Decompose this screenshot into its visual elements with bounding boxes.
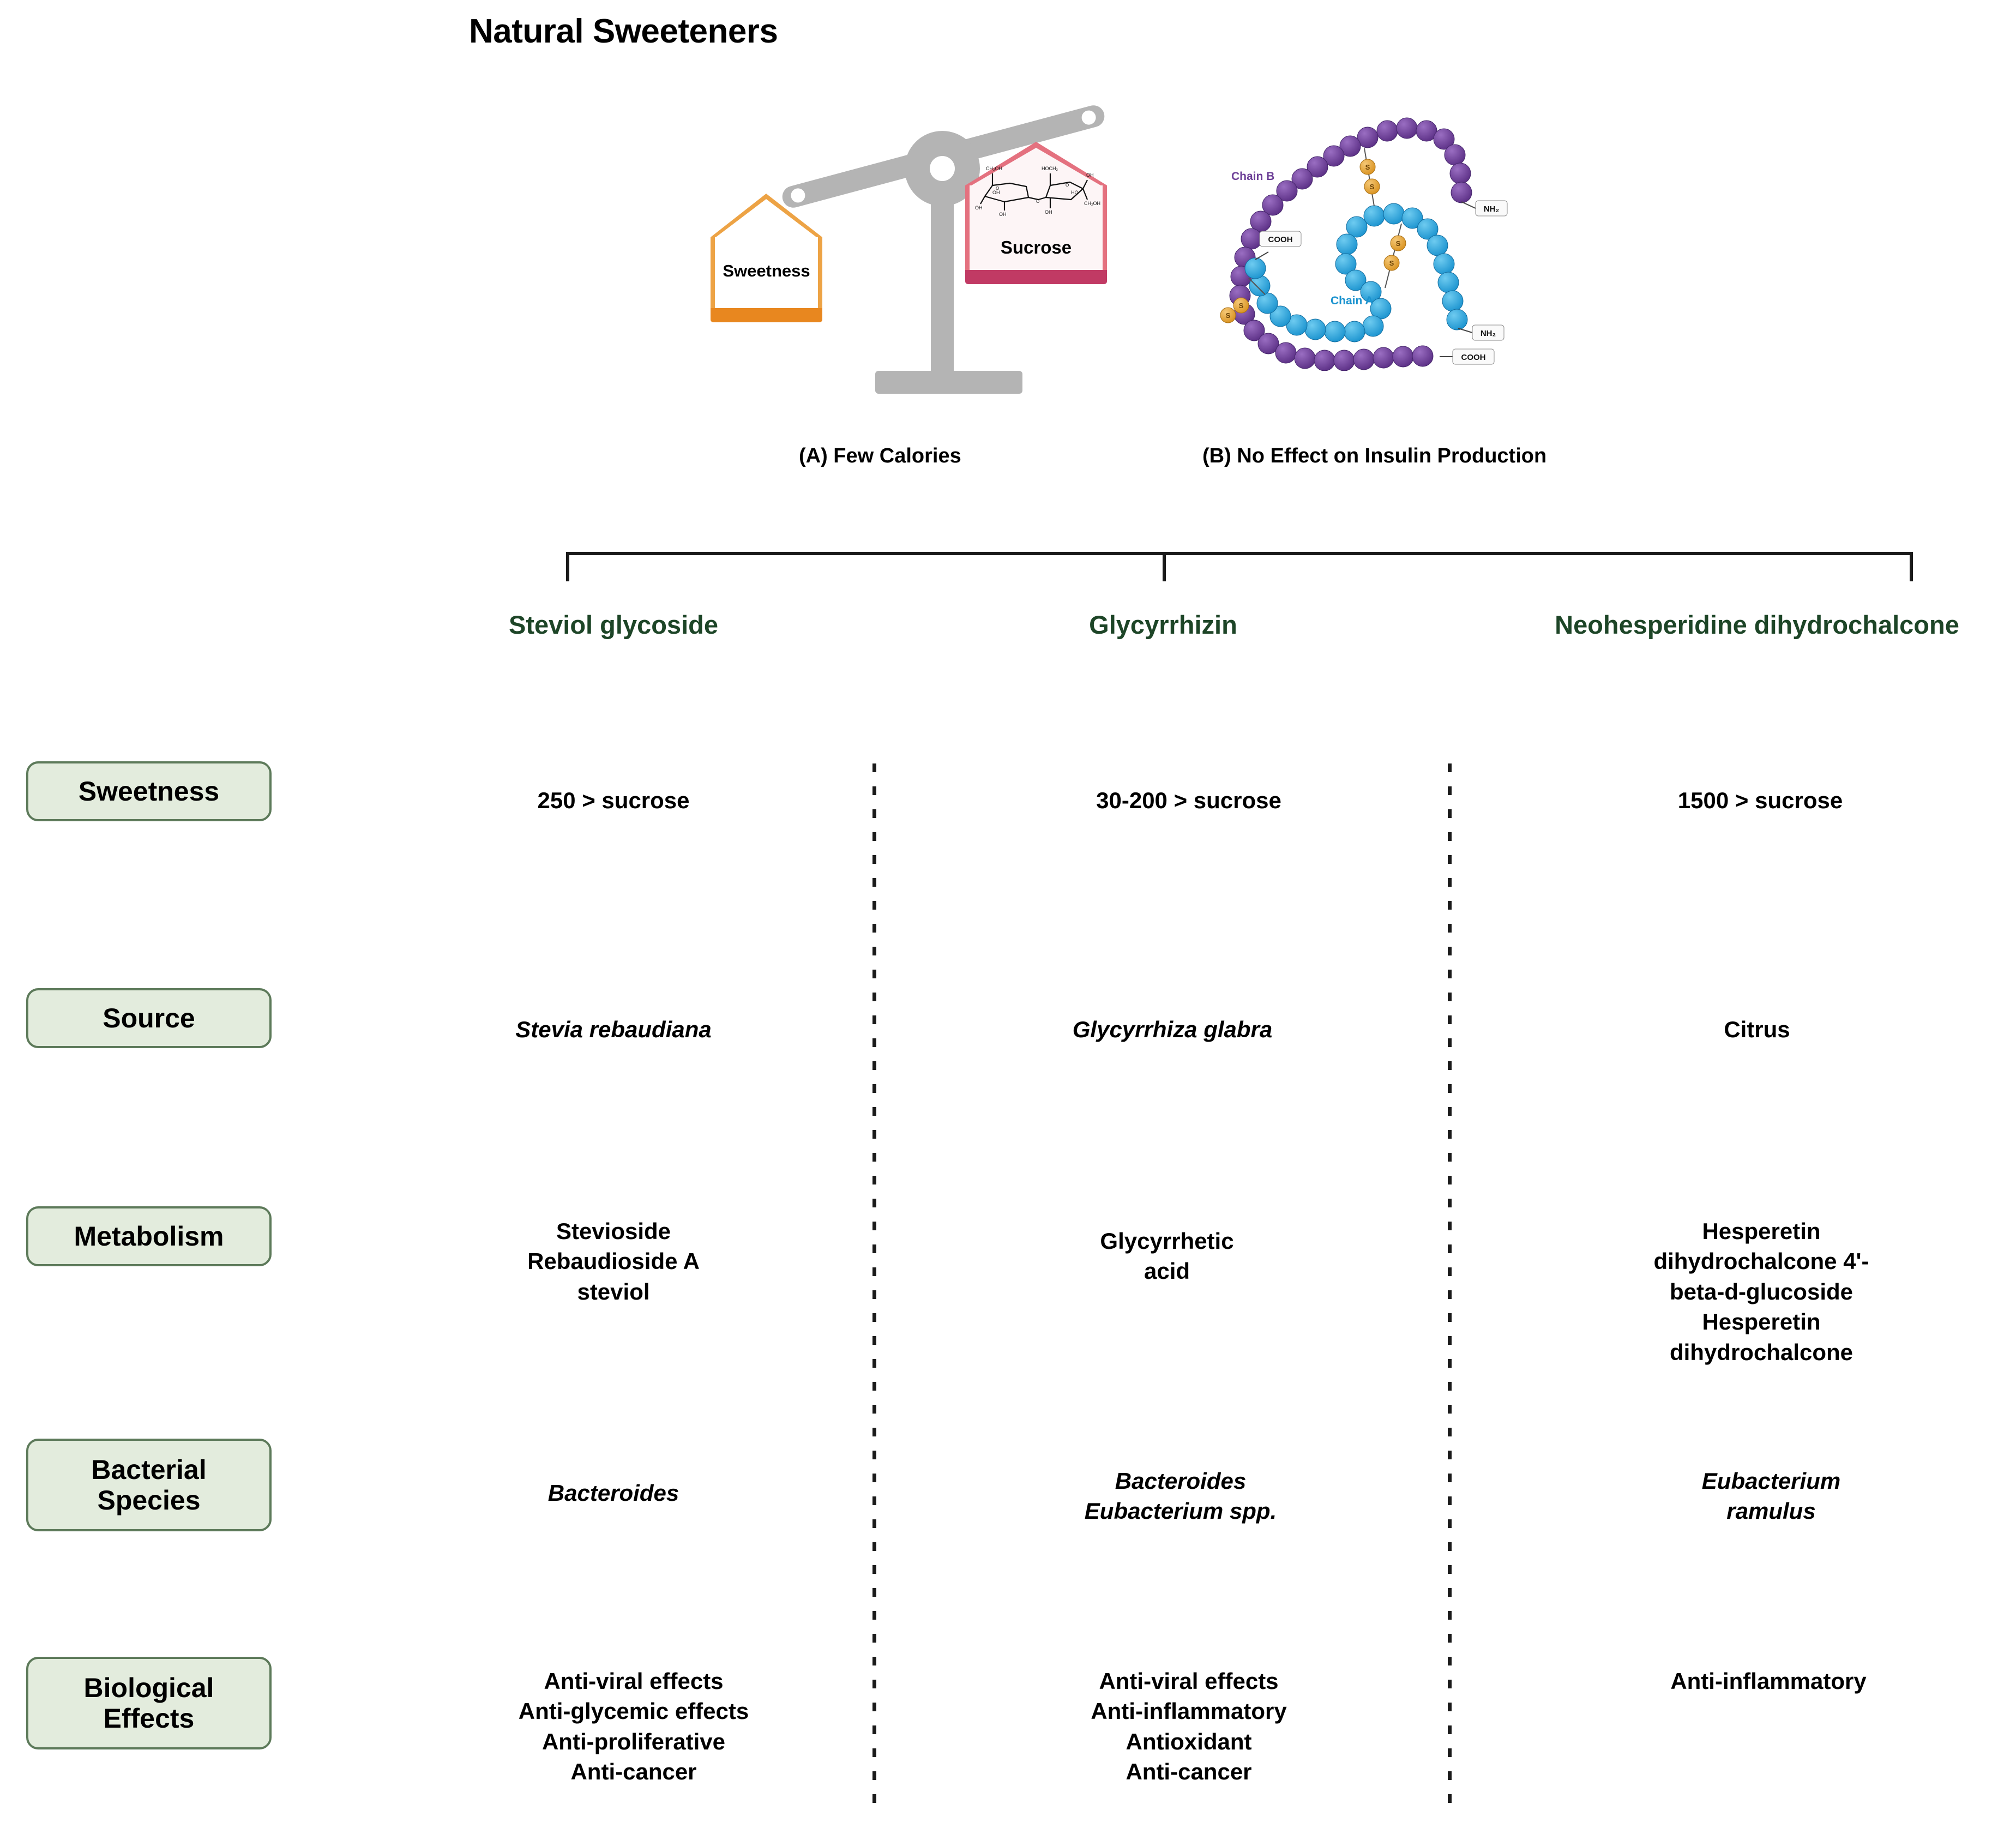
column-header-glycyrrhizin: Glycyrrhizin <box>1089 610 1237 639</box>
svg-text:OH: OH <box>999 212 1007 217</box>
cell-sweetness-neohesperidine: 1500 > sucrose <box>1677 787 1843 813</box>
svg-text:NH₂: NH₂ <box>1484 205 1499 214</box>
chain-b-residues <box>1229 117 1472 371</box>
row-label-source: Source <box>26 988 272 1048</box>
svg-text:S: S <box>1365 163 1370 171</box>
row-label-sweetness: Sweetness <box>26 761 272 821</box>
pan-plate-left <box>711 308 822 322</box>
svg-text:S: S <box>1396 239 1401 248</box>
cell-source-neohesperidine: Citrus <box>1724 1017 1790 1042</box>
cell-source-glycyrrhizin: Glycyrrhiza glabra <box>1072 1017 1273 1042</box>
bracket-tick-right <box>1910 552 1913 581</box>
pan-label-sweetness: Sweetness <box>723 261 810 280</box>
caption-panel-a: (A) Few Calories <box>799 444 961 467</box>
scale-post <box>931 183 954 376</box>
pan-peak-right <box>965 142 1107 187</box>
svg-text:S: S <box>1226 311 1231 320</box>
pan-body-left: Sweetness <box>711 237 822 308</box>
cell-bacteria-glycyrrhizin: Bacteroides Eubacterium spp. <box>1084 1468 1277 1524</box>
bracket-horizontal-line <box>566 552 1913 555</box>
row-label-biological-effects: Biological Effects <box>26 1657 272 1749</box>
svg-text:COOH: COOH <box>1461 353 1486 362</box>
cell-metabolism-steviol: Stevioside Rebaudioside A steviol <box>527 1218 700 1304</box>
bracket-tick-left <box>566 552 569 581</box>
terminus-labels: NH₂ NH₂ COOH COOH <box>1255 200 1508 365</box>
cell-metabolism-neohesperidine: Hesperetin dihydrochalcone 4'- beta-d-gl… <box>1653 1218 1869 1365</box>
panel-a-balance-scale: Sweetness <box>684 103 1126 423</box>
cell-source-steviol: Stevia rebaudiana <box>515 1017 712 1042</box>
pan-label-sucrose: Sucrose <box>1000 237 1072 257</box>
beam-eye-right <box>1080 109 1098 127</box>
svg-text:O: O <box>1066 183 1069 188</box>
chain-a-label: Chain A <box>1331 294 1374 307</box>
row-label-metabolism: Metabolism <box>26 1206 272 1266</box>
svg-text:S: S <box>1389 259 1394 267</box>
cell-effects-glycyrrhizin: Anti-viral effects Anti-inflammatory Ant… <box>1091 1668 1287 1785</box>
row-label-bacterial-species: Bacterial Species <box>26 1439 272 1531</box>
column-divider-1 <box>872 763 876 1811</box>
cell-bacteria-steviol: Bacteroides <box>547 1480 679 1506</box>
caption-panel-b: (B) No Effect on Insulin Production <box>1202 444 1547 467</box>
figure-title: Natural Sweeteners <box>469 13 778 50</box>
svg-text:S: S <box>1239 302 1244 310</box>
connector-bracket <box>566 552 1913 581</box>
svg-text:OH: OH <box>975 205 983 211</box>
cell-effects-steviol: Anti-viral effects Anti-glycemic effects… <box>518 1668 749 1785</box>
column-divider-2 <box>1448 763 1452 1811</box>
column-header-neohesperidine-dihydrochalcone: Neohesperidine dihydrochalcone <box>1555 610 1959 639</box>
svg-text:HOCH₂: HOCH₂ <box>1042 166 1058 171</box>
disulfide-bridges: SS SS SS <box>1220 148 1406 323</box>
svg-text:OH: OH <box>1086 172 1094 178</box>
svg-text:OH: OH <box>1045 209 1052 215</box>
scale-pan-sucrose: CH₂OH O OH OH OH HOCH₂ OH O HO OH CH₂OH … <box>965 142 1107 284</box>
scale-pivot-hole <box>930 156 955 181</box>
cell-effects-neohesperidine: Anti-inflammatory <box>1670 1668 1867 1694</box>
cell-metabolism-glycyrrhizin: Glycyrrhetic acid <box>1100 1228 1234 1284</box>
insulin-molecule-icon: SS SS SS NH₂ NH₂ COOH COOH <box>1220 117 1508 371</box>
svg-text:COOH: COOH <box>1268 235 1293 244</box>
bracket-tick-center <box>1163 552 1166 581</box>
pan-plate-right <box>965 270 1107 284</box>
cell-bacteria-neohesperidine: Eubacterium ramulus <box>1701 1468 1841 1524</box>
svg-text:HO: HO <box>1071 190 1079 195</box>
svg-text:NH₂: NH₂ <box>1481 329 1496 338</box>
column-header-steviol-glycoside: Steviol glycoside <box>509 610 718 639</box>
svg-text:CH₂OH: CH₂OH <box>986 166 1002 171</box>
cell-sweetness-steviol: 250 > sucrose <box>537 787 690 813</box>
svg-text:S: S <box>1370 183 1375 191</box>
svg-text:O: O <box>996 186 999 191</box>
pan-body-right: CH₂OH O OH OH OH HOCH₂ OH O HO OH CH₂OH … <box>965 166 1107 270</box>
scale-pan-sweetness: Sweetness <box>711 194 822 322</box>
cell-sweetness-glycyrrhizin: 30-200 > sucrose <box>1096 787 1281 813</box>
chain-b-label: Chain B <box>1231 170 1274 183</box>
svg-text:CH₂OH: CH₂OH <box>1084 201 1100 206</box>
sucrose-structure-icon: CH₂OH O OH OH OH HOCH₂ OH O HO OH CH₂OH … <box>975 166 1100 217</box>
chain-a-residues <box>1244 203 1468 342</box>
pan-peak-left <box>711 194 822 238</box>
svg-text:O: O <box>1036 199 1039 204</box>
svg-text:OH: OH <box>992 190 1000 195</box>
